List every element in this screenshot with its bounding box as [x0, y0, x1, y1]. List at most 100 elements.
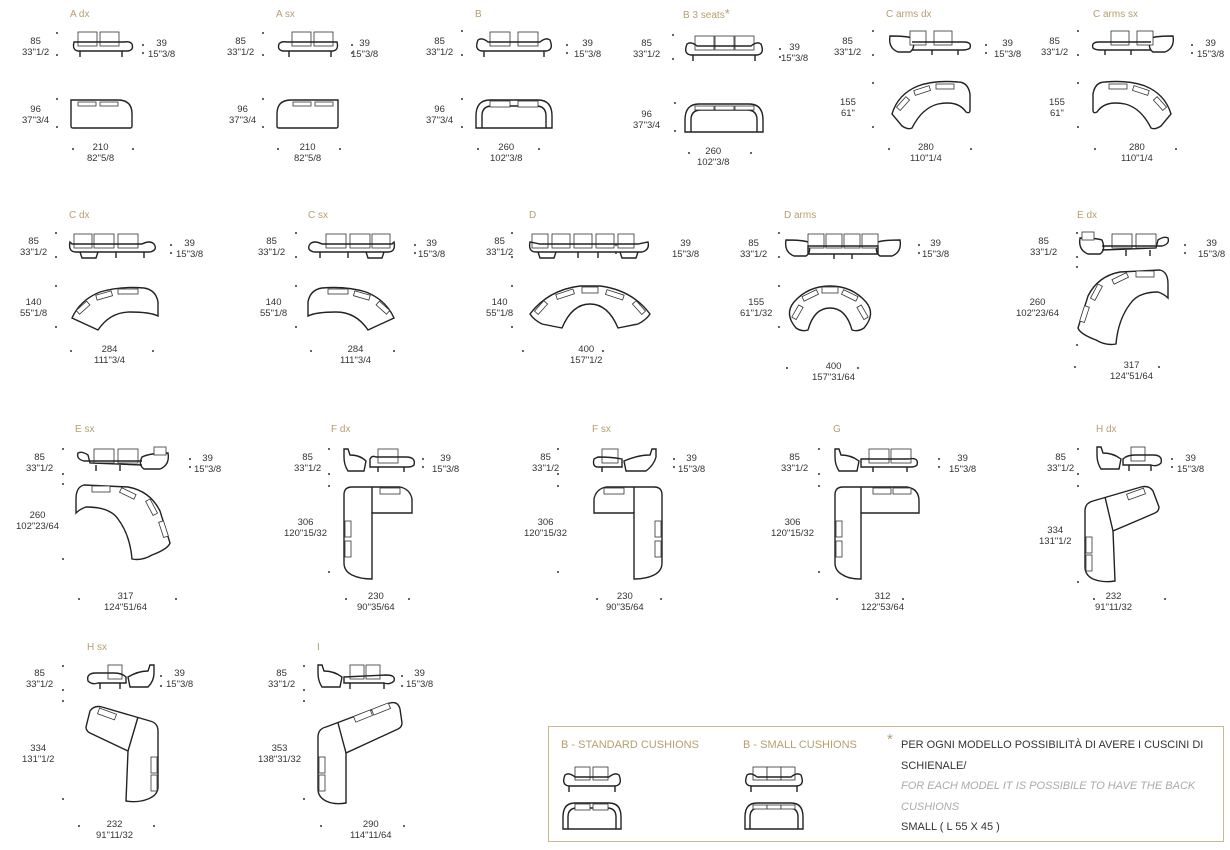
front-elevation-drawing — [888, 30, 972, 55]
asterisk-icon: * — [724, 6, 730, 21]
plan-drawing — [834, 486, 920, 580]
module-title: B — [475, 9, 482, 20]
standard-cushions-title: B - STANDARD CUSHIONS — [561, 739, 699, 751]
module-title: C sx — [308, 210, 328, 221]
small-cushions-front-drawing — [744, 766, 804, 792]
plan-drawing — [684, 103, 764, 133]
module-title: G — [833, 424, 841, 435]
front-elevation-drawing — [1091, 30, 1175, 55]
front-elevation-drawing — [784, 233, 902, 259]
module-title: H sx — [87, 642, 107, 653]
note-english: FOR EACH MODEL IT IS POSSIBILE TO HAVE T… — [901, 780, 1196, 813]
module-title: A dx — [70, 9, 90, 20]
front-elevation-drawing — [684, 35, 764, 61]
module-title: B 3 seats* — [683, 6, 730, 21]
front-elevation-drawing — [834, 448, 919, 472]
module-title: A sx — [276, 9, 295, 20]
plan-drawing — [317, 701, 403, 805]
module-title: D — [529, 210, 537, 221]
front-elevation-drawing — [86, 664, 155, 689]
plan-drawing — [1077, 269, 1169, 346]
module-title: F dx — [331, 424, 351, 435]
plan-drawing — [1084, 485, 1160, 583]
front-elevation-drawing — [528, 233, 650, 259]
plan-drawing — [1092, 80, 1172, 130]
legend-box: B - STANDARD CUSHIONS B - SMALL CUSHIONS… — [548, 726, 1224, 842]
plan-drawing — [71, 286, 159, 331]
module-title: C arms dx — [886, 9, 932, 20]
module-title: C arms sx — [1093, 9, 1138, 20]
plan-drawing — [788, 285, 872, 332]
standard-cushions-plan-drawing — [562, 802, 622, 830]
front-elevation-drawing — [68, 233, 157, 259]
plan-drawing — [475, 99, 553, 129]
module-title: E dx — [1077, 210, 1098, 221]
plan-drawing — [891, 80, 971, 130]
module-title: C dx — [69, 210, 90, 221]
small-cushions-plan-drawing — [744, 802, 804, 830]
plan-drawing — [276, 99, 339, 129]
plan-drawing — [529, 285, 651, 329]
asterisk-icon: * — [887, 731, 893, 748]
